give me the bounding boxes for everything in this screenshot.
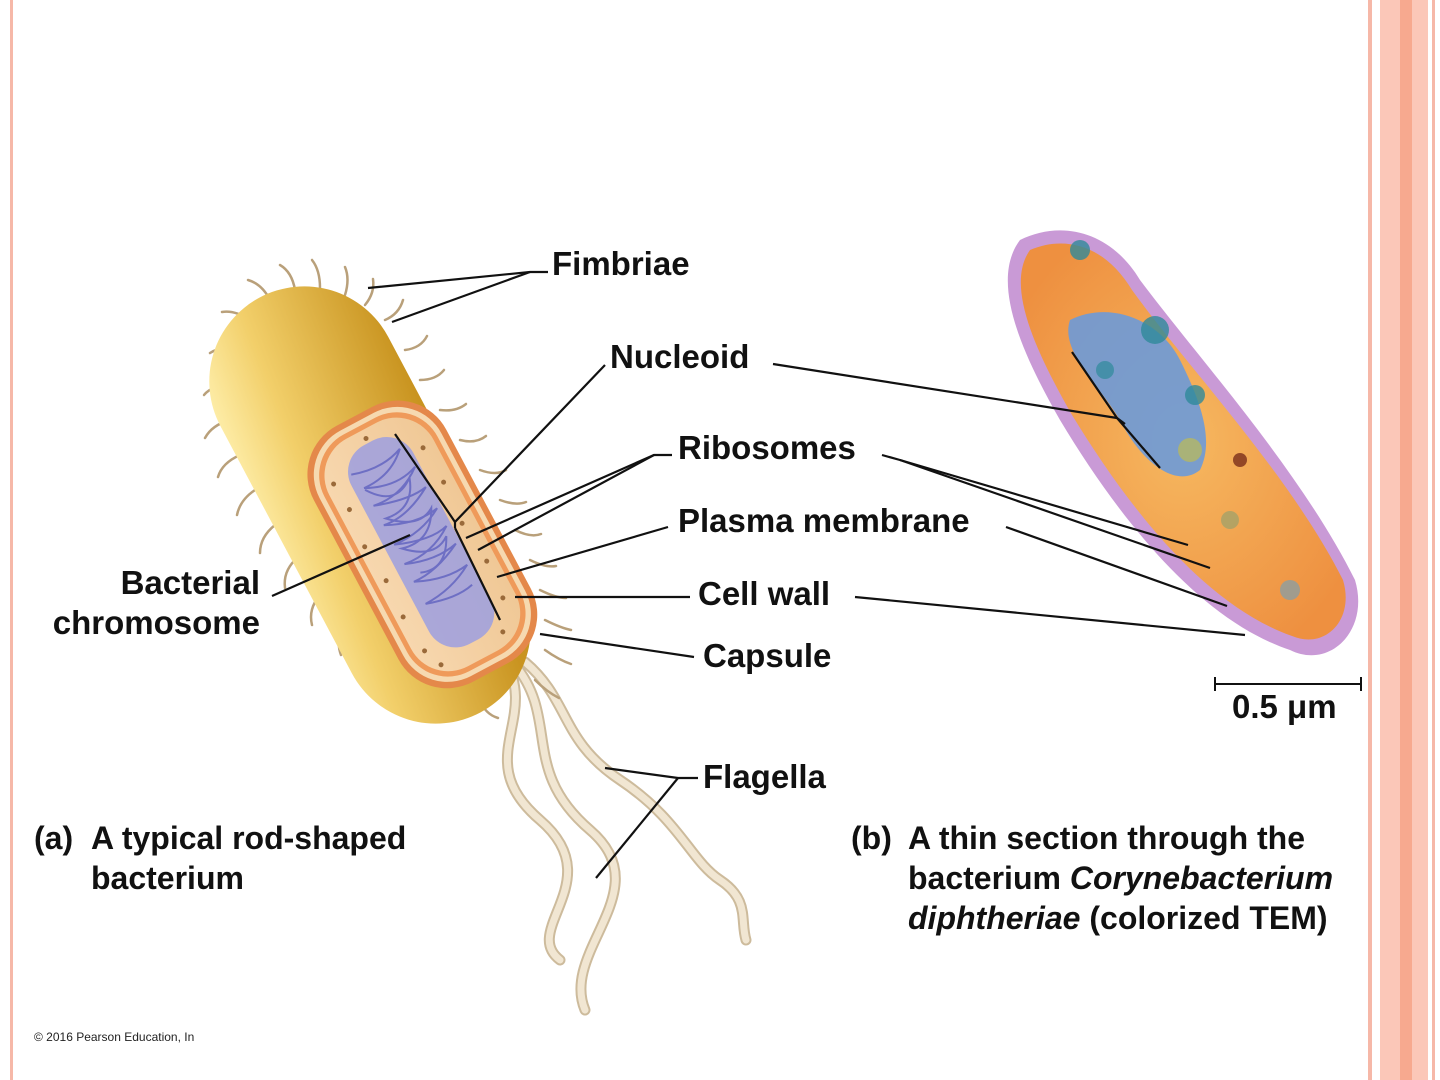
label-fimbriae: Fimbriae (552, 247, 690, 280)
caption-b-line1: A thin section through the (908, 818, 1333, 858)
caption-a-line1: A typical rod-shaped (91, 818, 406, 858)
caption-a: (a) A typical rod-shaped bacterium (34, 818, 464, 898)
label-capsule: Capsule (703, 639, 831, 672)
label-nucleoid: Nucleoid (610, 340, 749, 373)
flagella (505, 660, 746, 1010)
label-ribosomes: Ribosomes (678, 431, 856, 464)
caption-b-line3: diphtheriae (colorized TEM) (908, 898, 1333, 938)
tem-micrograph (1008, 230, 1358, 655)
label-scale-bar: 0.5 μm (1232, 690, 1337, 723)
caption-a-line2: bacterium (91, 858, 406, 898)
caption-a-body: A typical rod-shaped bacterium (91, 818, 406, 898)
label-plasma-membrane: Plasma membrane (678, 504, 970, 537)
caption-b-line3-plain: (colorized TEM) (1080, 900, 1327, 936)
copyright-notice: © 2016 Pearson Education, In (34, 1030, 194, 1044)
label-flagella: Flagella (703, 760, 826, 793)
caption-b-line2: bacterium Corynebacterium (908, 858, 1333, 898)
caption-b-line2-italic: Corynebacterium (1070, 860, 1333, 896)
label-cell-wall: Cell wall (698, 577, 830, 610)
caption-b-tag: (b) (851, 818, 892, 858)
label-bacterial-chromosome-line2: chromosome (34, 606, 260, 639)
caption-a-tag: (a) (34, 818, 73, 858)
label-bacterial-chromosome-line1: Bacterial (34, 566, 260, 599)
caption-b: (b) A thin section through the bacterium… (851, 818, 1366, 938)
caption-b-line2-plain: bacterium (908, 860, 1070, 896)
caption-b-line3-italic: diphtheriae (908, 900, 1080, 936)
caption-b-body: A thin section through the bacterium Cor… (908, 818, 1333, 938)
